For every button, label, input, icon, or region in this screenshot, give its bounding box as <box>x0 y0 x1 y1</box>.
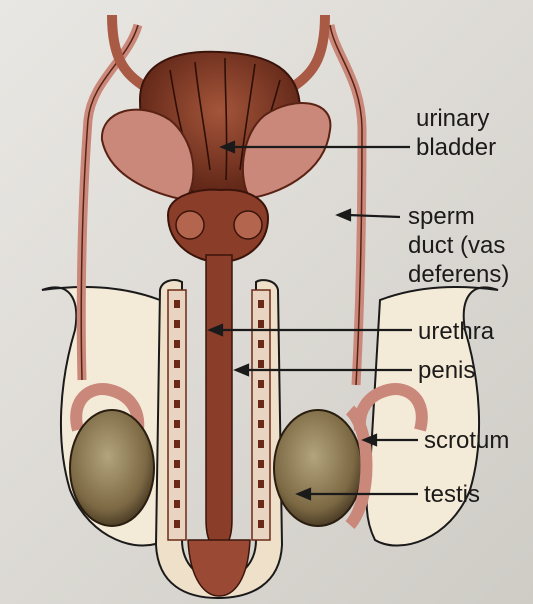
leader-sperm-duct <box>348 215 400 217</box>
ureter-right <box>288 15 325 90</box>
label-sperm-duct: sperm duct (vas deferens) <box>408 202 509 289</box>
label-urethra: urethra <box>418 317 494 346</box>
arrowhead-sperm-duct <box>338 210 350 220</box>
urethra-channel <box>206 255 232 550</box>
arrowhead-penis <box>236 365 248 375</box>
label-scrotum: scrotum <box>424 426 509 455</box>
label-testis: testis <box>424 480 480 509</box>
prostate-lobe-right <box>234 211 262 239</box>
testis-right <box>274 410 362 526</box>
testis-left <box>70 410 154 526</box>
label-urinary-bladder: urinary bladder <box>416 104 496 162</box>
label-penis: penis <box>418 356 475 385</box>
prostate-lobe-left <box>176 211 204 239</box>
